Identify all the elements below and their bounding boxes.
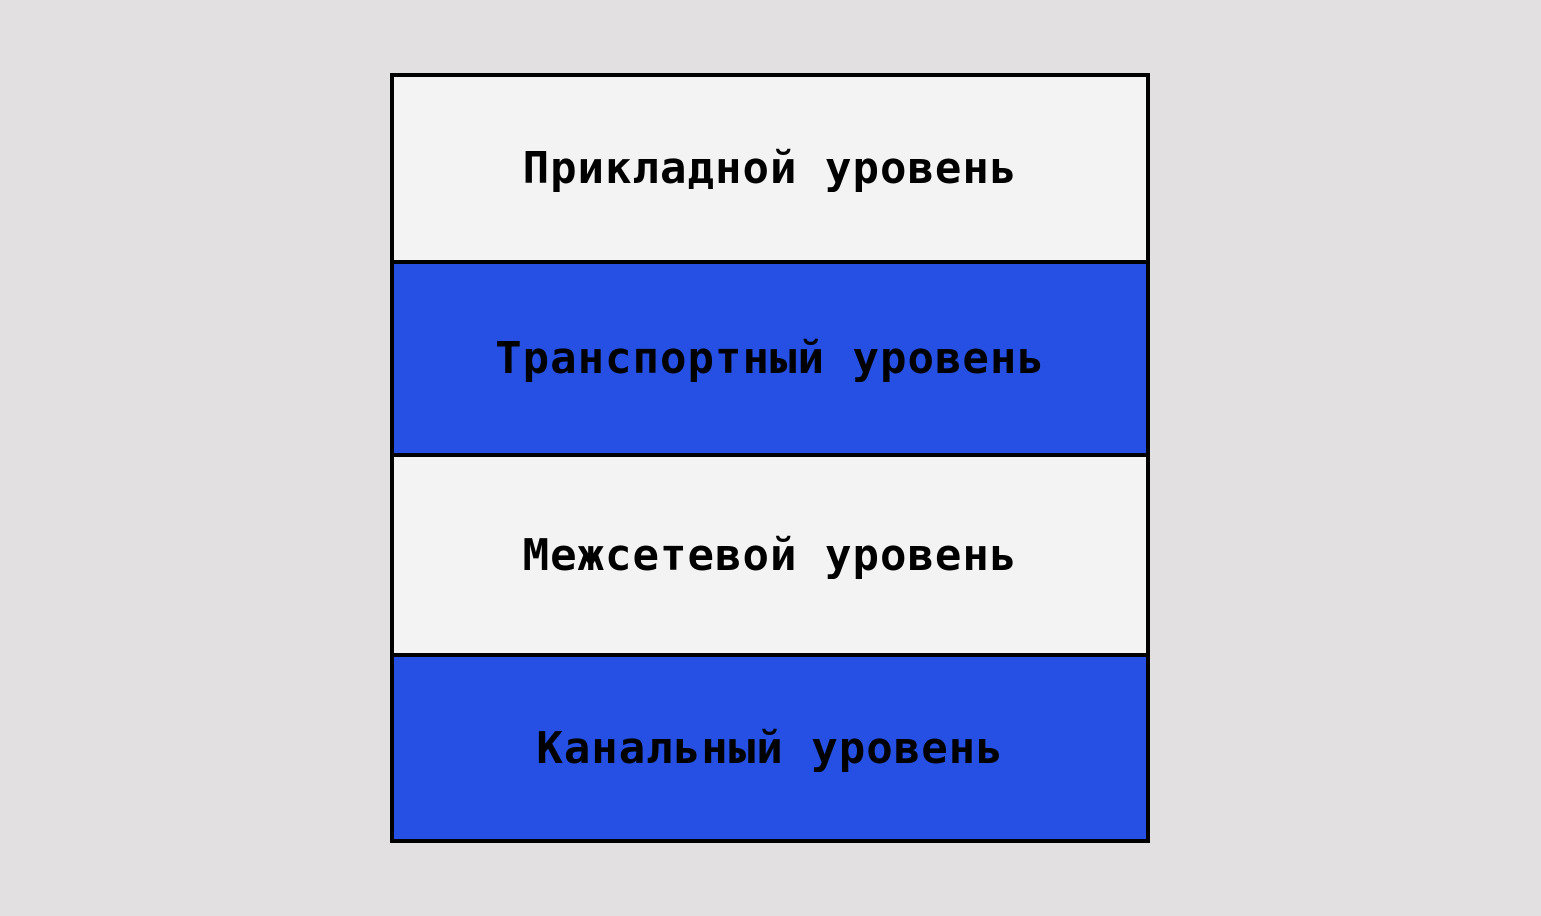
layer-internet-label: Межсетевой уровень	[522, 529, 1018, 581]
layer-transport: Транспортный уровень	[394, 264, 1146, 457]
layer-application: Прикладной уровень	[394, 77, 1146, 264]
layer-link-label: Канальный уровень	[536, 722, 1004, 774]
layer-transport-label: Транспортный уровень	[495, 333, 1045, 384]
layer-internet: Межсетевой уровень	[394, 457, 1146, 657]
protocol-stack-diagram: Прикладной уровень Транспортный уровень …	[390, 73, 1150, 843]
layer-link: Канальный уровень	[394, 657, 1146, 839]
layer-application-label: Прикладной уровень	[522, 143, 1018, 194]
